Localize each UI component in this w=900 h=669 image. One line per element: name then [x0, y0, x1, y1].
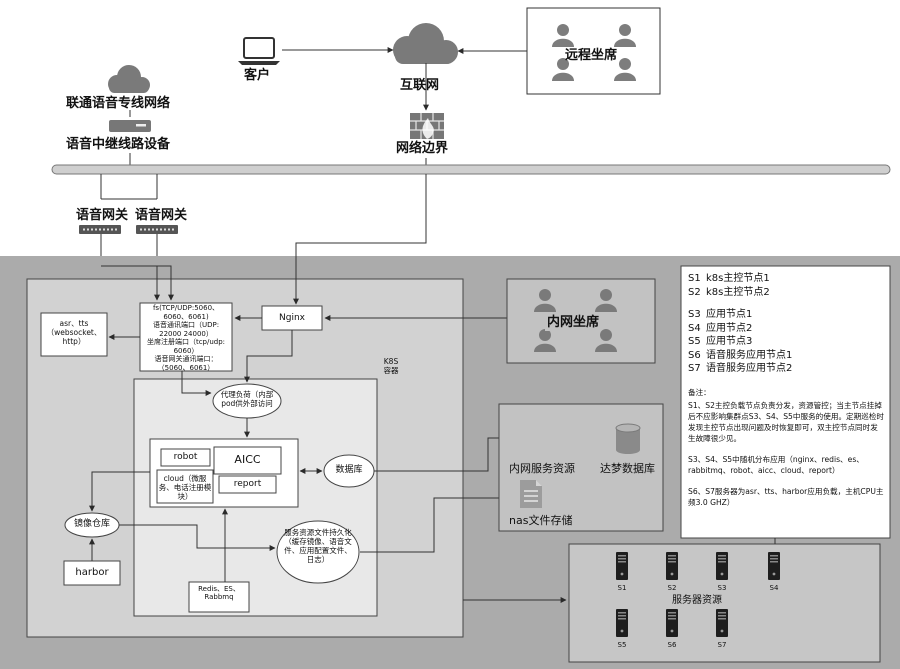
persistence-ellipse	[276, 520, 360, 584]
proxy-label: 代理负荷（内部pod供外部访问	[220, 390, 274, 408]
server-resources-label: 服务器资源	[672, 595, 722, 606]
legend-note-1: S1、S2主控负载节点负责分发，资源管控；当主节点挂掉后不应影响集群点S3、S4…	[688, 400, 885, 443]
server-icon-s1	[616, 552, 628, 580]
legend-box	[680, 265, 891, 539]
report-label: report	[233, 479, 262, 489]
fs-ports-label: fs(TCP/UDP:5060、6060、6061) 语音通讯端口（UDP: 2…	[146, 304, 226, 372]
cloud-icon	[393, 23, 458, 64]
server-label-s6: S6	[667, 641, 677, 649]
harbor-box	[63, 560, 121, 586]
server-icon-s3	[716, 552, 728, 580]
harbor-label: harbor	[75, 567, 109, 578]
unicom-label: 联通语音专线网络	[66, 96, 171, 111]
gateway-2-icon	[136, 225, 178, 234]
cloud-box	[156, 469, 214, 504]
network-border-label: 网络边界	[396, 141, 449, 156]
server-label-s4: S4	[769, 584, 779, 592]
redis-box	[188, 581, 250, 613]
laptop-icon	[238, 37, 280, 65]
server-label-s5: S5	[617, 641, 627, 649]
dameng-db-icon	[615, 423, 641, 454]
customer-label: 客户	[244, 68, 271, 83]
nginx-box	[261, 305, 323, 331]
asr-box	[40, 312, 108, 357]
intranet-resources-label: 内网服务资源	[509, 462, 575, 475]
firewall-icon	[410, 113, 444, 139]
database-label: 数据库	[335, 465, 363, 475]
intranet-seats-label: 内网坐席	[545, 315, 602, 331]
redis-label: Redis、ES、Rabbmq	[198, 585, 240, 602]
remote-seats-box	[526, 7, 661, 95]
server-icon-s4	[768, 552, 780, 580]
gateway-1-label: 语音网关	[76, 208, 129, 223]
gateway-1-icon	[79, 225, 121, 234]
server-label-s7: S7	[717, 641, 727, 649]
nas-file-icon	[520, 480, 542, 508]
cloud-small-icon	[108, 65, 150, 93]
server-label-s2: S2	[667, 584, 677, 592]
k8s-label: K8S 容器	[383, 357, 399, 375]
remote-seats-label: 远程坐席	[565, 48, 618, 63]
cloud-label: cloud（微服务、电话注册模块）	[158, 474, 212, 501]
legend-note-title: 备注：	[688, 387, 711, 397]
server-icon-s5	[616, 609, 628, 637]
robot-label: robot	[173, 452, 198, 462]
robot-box	[160, 448, 211, 467]
gateway-2-label: 语音网关	[135, 208, 188, 223]
backbone-bar	[51, 164, 891, 175]
legend-note-2: S3、S4、S5中随机分布应用（nginx、redis、es、rabbitmq、…	[688, 454, 864, 475]
server-icon-s7	[716, 609, 728, 637]
server-label-s1: S1	[617, 584, 627, 592]
fs-ports-box	[139, 302, 233, 372]
server-label-s3: S3	[717, 584, 727, 592]
persistence-label: 服务资源文件持久化（缓存镜像、语音文件、应用配置文件、日志）	[284, 528, 352, 564]
legend-note-3: S6、S7服务器为asr、tts、harbor应用负载，主机CPU主频3.0 G…	[688, 486, 884, 507]
mirror-label: 镜像仓库	[73, 519, 110, 529]
nginx-label: Nginx	[279, 313, 305, 323]
trunk-device-icon	[109, 120, 151, 132]
server-icon-s2	[666, 552, 678, 580]
server-icon-s6	[666, 609, 678, 637]
trunk-device-label: 语音中继线路设备	[66, 137, 171, 152]
aicc-box	[213, 446, 282, 475]
aicc-label: AICC	[234, 453, 261, 466]
asr-label: asr、tts（websocket、http）	[46, 319, 102, 346]
nas-label: nas文件存储	[509, 514, 573, 527]
report-box	[218, 475, 277, 494]
internet-label: 互联网	[400, 78, 440, 93]
dameng-label: 达梦数据库	[600, 462, 655, 475]
